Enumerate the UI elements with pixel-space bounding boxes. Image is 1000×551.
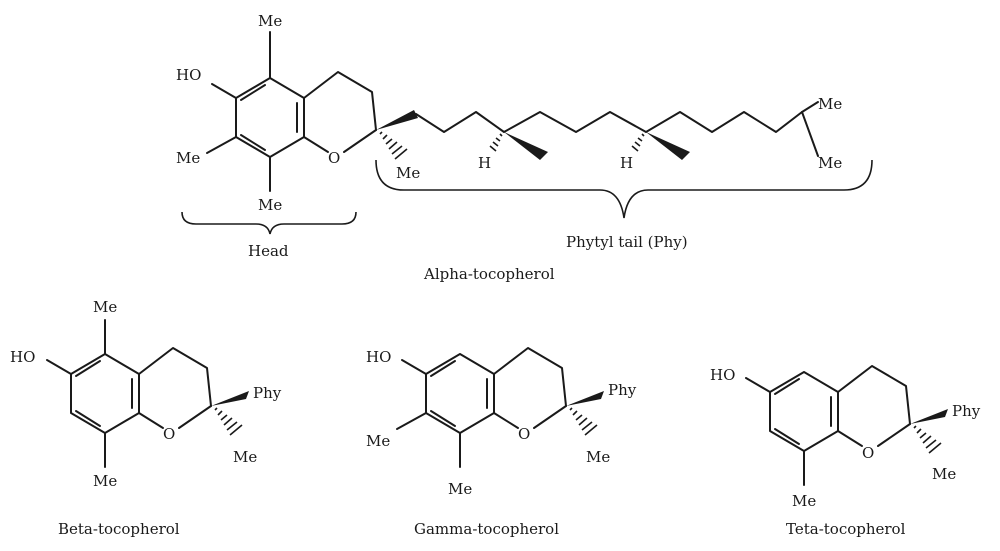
- beta-tocopherol-structure: Me HO Me O Phy Me: [10, 298, 282, 490]
- gamma-tocopherol-structure: HO Me Me O Phy Me: [366, 347, 637, 498]
- phytyl-tail-brace: [375, 159, 873, 219]
- teta-methyl-bottom: Me: [792, 492, 816, 510]
- alpha-hydroxyl: HO: [176, 66, 201, 84]
- alpha-tocopherol-structure: Me HO Me Me O Me H H Me Me: [176, 12, 842, 214]
- head-label: Head: [248, 242, 289, 260]
- teta-ring-oxygen: O: [862, 444, 874, 462]
- alpha-methyl-top: Me: [258, 12, 282, 30]
- beta-methyl-bottom: Me: [93, 472, 117, 490]
- beta-methyl-c2: Me: [233, 448, 257, 466]
- teta-hydroxyl: HO: [710, 366, 735, 384]
- alpha-hydrogen-1: H: [478, 154, 491, 172]
- beta-ring-oxygen: O: [163, 425, 175, 443]
- beta-methyl-top: Me: [93, 298, 117, 316]
- phytyl-tail-label: Phytyl tail (Phy): [566, 233, 688, 251]
- gamma-methyl-bottom: Me: [448, 480, 472, 498]
- alpha-ring-oxygen: O: [328, 149, 340, 167]
- alpha-methyl-bottom: Me: [258, 196, 282, 214]
- alpha-tocopherol-caption: Alpha-tocopherol: [423, 265, 555, 283]
- alpha-methyl-end-bottom: Me: [818, 154, 842, 172]
- gamma-hydroxyl: HO: [366, 348, 391, 366]
- gamma-ring-oxygen: O: [518, 425, 530, 443]
- head-brace: [181, 211, 357, 235]
- gamma-methyl-c2: Me: [586, 448, 610, 466]
- beta-phytyl: Phy: [253, 384, 282, 402]
- alpha-hydrogen-2: H: [620, 154, 633, 172]
- beta-tocopherol-caption: Beta-tocopherol: [58, 520, 180, 538]
- alpha-methyl-left: Me: [176, 149, 200, 167]
- alpha-methyl-c2: Me: [396, 164, 420, 182]
- teta-tocopherol-structure: HO Me O Phy Me: [710, 365, 981, 510]
- teta-phytyl: Phy: [952, 402, 981, 420]
- beta-hydroxyl: HO: [10, 348, 35, 366]
- alpha-methyl-end-top: Me: [818, 95, 842, 113]
- gamma-phytyl: Phy: [608, 381, 637, 399]
- gamma-tocopherol-caption: Gamma-tocopherol: [414, 520, 559, 538]
- teta-tocopherol-caption: Teta-tocopherol: [786, 520, 906, 538]
- gamma-methyl-left: Me: [366, 432, 390, 450]
- teta-methyl-c2: Me: [932, 465, 956, 483]
